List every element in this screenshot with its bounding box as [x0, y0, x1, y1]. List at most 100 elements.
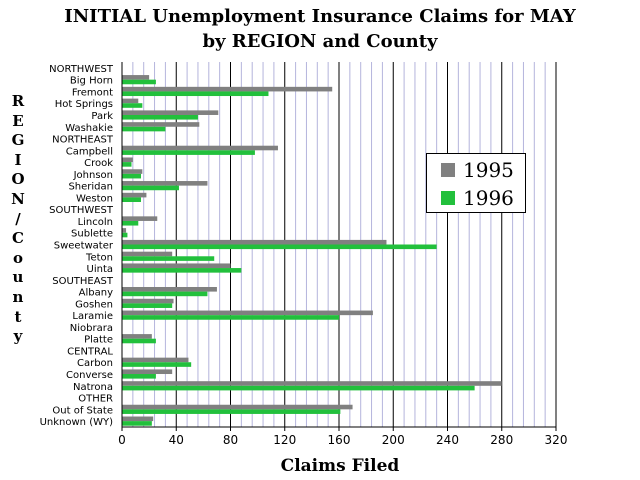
bar-1996: [122, 385, 475, 391]
legend-swatch-1995: [441, 163, 455, 177]
bar-1995: [122, 310, 373, 316]
x-tick-label: 280: [490, 433, 513, 447]
bar-1996: [122, 409, 341, 414]
bar-1995: [122, 110, 219, 115]
legend: 1995 1996: [426, 153, 526, 213]
bar-1995: [122, 357, 189, 363]
county-label: Lincoln: [78, 217, 113, 228]
x-tick-label: 40: [169, 433, 184, 447]
county-label: Sheridan: [68, 182, 113, 193]
county-label: Weston: [76, 193, 113, 204]
bar-1996: [122, 162, 132, 167]
bar-1995: [122, 122, 200, 127]
county-label: Uinta: [87, 264, 113, 275]
county-label: Fremont: [72, 87, 113, 98]
region-label: NORTHWEST: [49, 64, 114, 75]
y-axis-label-char: E: [12, 111, 24, 130]
bar-1996: [122, 315, 339, 320]
region-label: SOUTHEAST: [52, 276, 114, 287]
bar-1996: [122, 303, 173, 308]
x-tick-label: 80: [223, 433, 238, 447]
county-label: Unknown (WY): [40, 417, 113, 428]
bar-1995: [122, 334, 152, 339]
x-tick-label: 200: [382, 433, 405, 447]
bar-1995: [122, 75, 150, 80]
bar-1996: [122, 173, 141, 179]
bar-1996: [122, 291, 208, 297]
x-tick-label: 160: [328, 433, 351, 447]
county-label: Albany: [79, 288, 113, 299]
y-axis-label-char: n: [12, 287, 24, 306]
region-label: NORTHEAST: [52, 135, 114, 146]
chart-title: INITIAL Unemployment Insurance Claims fo…: [64, 6, 576, 27]
y-axis-label-char: N: [11, 189, 25, 208]
county-label: Sublette: [71, 229, 113, 240]
county-label: Hot Springs: [55, 99, 113, 110]
region-label: CENTRAL: [67, 346, 113, 357]
x-tick-label: 0: [118, 433, 126, 447]
x-tick-label: 120: [273, 433, 296, 447]
county-label: Sweetwater: [54, 241, 114, 252]
y-axis-label-char: u: [12, 268, 24, 287]
county-label: Platte: [84, 335, 113, 346]
bar-1995: [122, 98, 139, 104]
x-tick-label: 320: [545, 433, 568, 447]
bar-1996: [122, 232, 128, 238]
y-axis-label-char: O: [11, 170, 25, 189]
bar-1996: [122, 374, 156, 379]
bar-1995: [122, 157, 133, 163]
bar-1996: [122, 114, 198, 120]
bar-1995: [122, 251, 173, 257]
bar-1996: [122, 362, 192, 367]
bar-1996: [122, 256, 215, 261]
county-label: Goshen: [75, 299, 113, 310]
chart-subtitle: by REGION and County: [202, 31, 438, 52]
y-axis-label-char: y: [13, 327, 23, 346]
y-axis-label-char: R: [11, 92, 25, 110]
county-label: Carbon: [77, 358, 113, 369]
x-axis-label: Claims Filed: [280, 456, 400, 476]
y-axis-label-char: /: [15, 209, 21, 228]
bar-1995: [122, 263, 231, 269]
county-label: Niobrara: [70, 323, 113, 334]
bar-1995: [122, 404, 353, 410]
bar-1996: [122, 268, 242, 273]
bar-1996: [122, 338, 156, 344]
county-label: Campbell: [66, 146, 113, 157]
legend-item-1995: 1995: [441, 158, 514, 182]
bar-1995: [122, 145, 278, 151]
bar-1995: [122, 181, 208, 186]
county-label: Johnson: [73, 170, 113, 181]
bar-1995: [122, 239, 387, 245]
county-label: Washakie: [65, 123, 113, 134]
bar-1996: [122, 185, 179, 191]
county-label: Park: [91, 111, 113, 122]
bar-1995: [122, 416, 154, 422]
county-label: Out of State: [52, 405, 113, 416]
bar-1996: [122, 244, 437, 250]
county-label: Big Horn: [70, 76, 113, 87]
bar-1995: [122, 381, 502, 386]
bar-1996: [122, 91, 269, 97]
x-tick-label: 240: [436, 433, 459, 447]
y-axis-label-char: o: [12, 248, 23, 267]
county-label: Crook: [84, 158, 113, 169]
bar-1996: [122, 421, 152, 426]
bar-1995: [122, 192, 147, 198]
bar-1995: [122, 228, 127, 233]
legend-item-1996: 1996: [441, 186, 514, 210]
bar-1995: [122, 169, 143, 174]
county-label: Teton: [85, 252, 113, 263]
legend-label-1996: 1996: [463, 186, 514, 210]
bar-1995: [122, 216, 158, 221]
bar-1996: [122, 126, 166, 132]
county-label: Converse: [66, 370, 113, 381]
legend-swatch-1996: [441, 191, 455, 205]
legend-label-1995: 1995: [463, 158, 514, 182]
county-label: Natrona: [73, 382, 113, 393]
bar-1996: [122, 197, 141, 203]
bar-1995: [122, 286, 217, 292]
region-label: SOUTHWEST: [49, 205, 114, 216]
